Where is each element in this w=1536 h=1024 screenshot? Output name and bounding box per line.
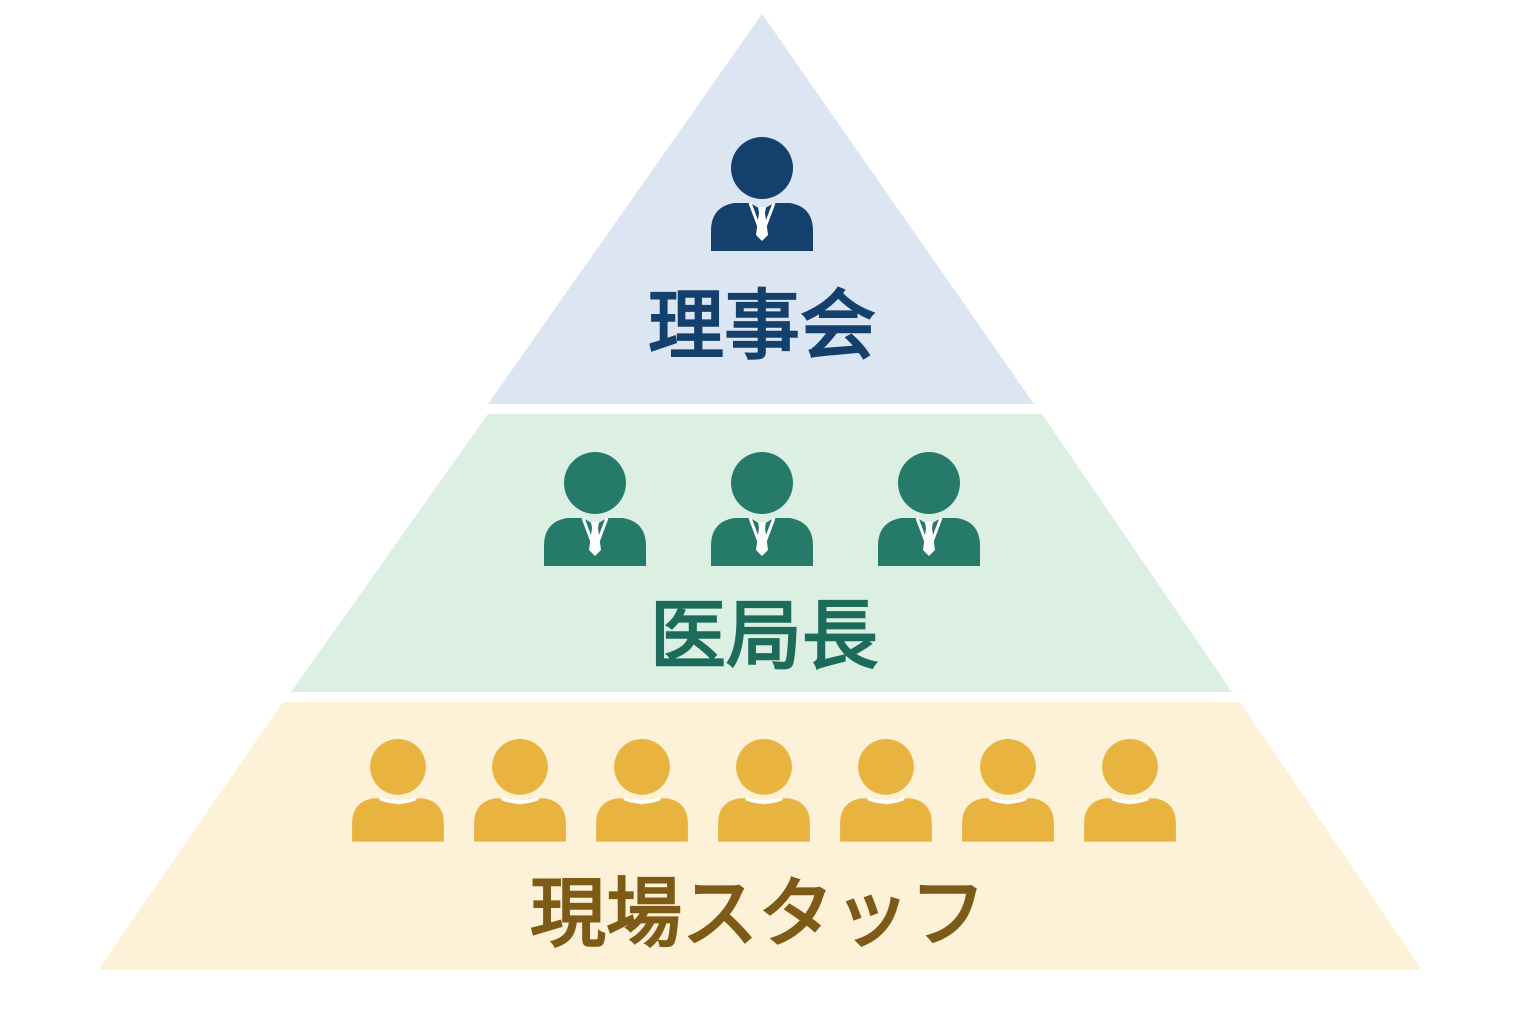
person-with-tie-icon <box>544 452 646 566</box>
tier-staff-icons <box>352 739 1176 842</box>
tier-board: 理事会 <box>488 14 1034 404</box>
tier-board-icons <box>711 137 813 251</box>
tier-directors: 医局長 <box>291 414 1232 692</box>
tier-directors-icons <box>544 452 980 566</box>
tier-directors-label: 医局長 <box>650 591 879 680</box>
person-with-tie-icon <box>711 452 813 566</box>
person-icon <box>962 739 1054 842</box>
person-with-tie-icon <box>878 452 980 566</box>
tier-board-label: 理事会 <box>648 281 876 370</box>
person-icon <box>1084 739 1176 842</box>
person-icon <box>718 739 810 842</box>
tier-staff: 現場スタッフ <box>98 702 1422 970</box>
person-icon <box>596 739 688 842</box>
person-icon <box>352 739 444 842</box>
person-with-tie-icon <box>711 137 813 251</box>
person-icon <box>840 739 932 842</box>
tier-staff-label: 現場スタッフ <box>530 869 986 958</box>
person-icon <box>474 739 566 842</box>
